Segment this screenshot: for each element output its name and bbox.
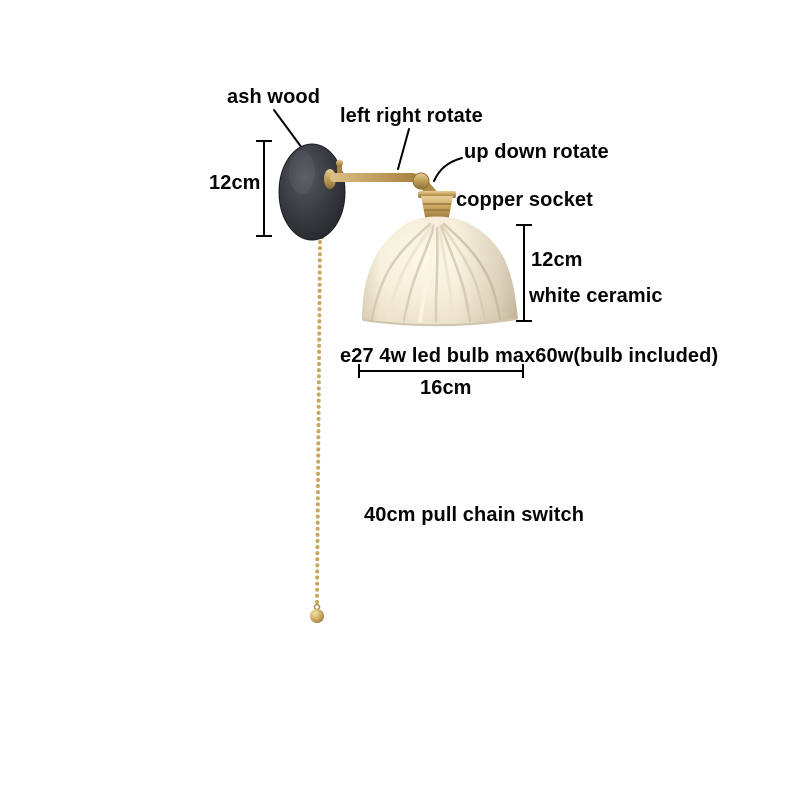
plate-height-measure-line <box>256 140 272 237</box>
bulb-info-label: e27 4w led bulb max60w(bulb included) <box>340 345 719 367</box>
ceramic-shade <box>362 216 518 327</box>
wall-plate <box>278 143 346 241</box>
shade-width-label: 16cm <box>420 377 472 399</box>
ash-wood-label: ash wood <box>227 86 321 108</box>
left-right-rotate-label: left right rotate <box>340 105 483 127</box>
plate-height-label: 12cm <box>209 172 261 194</box>
shade-width-measure-line <box>358 364 524 378</box>
elbow-joint <box>412 172 430 190</box>
shade-height-label: 12cm <box>531 249 583 271</box>
pull-chain-ball[interactable] <box>310 609 324 623</box>
left-right-rotate-pointer-line <box>397 128 410 170</box>
copper-socket-label: copper socket <box>456 189 593 211</box>
up-down-rotate-pointer-line <box>433 157 463 182</box>
pull-chain-label: 40cm pull chain switch <box>364 504 585 526</box>
shade-height-measure-line <box>516 224 532 322</box>
ash-wood-pointer-line <box>273 109 303 149</box>
white-ceramic-label: white ceramic <box>529 285 663 307</box>
pull-chain[interactable] <box>310 230 324 623</box>
up-down-rotate-label: up down rotate <box>464 141 609 163</box>
